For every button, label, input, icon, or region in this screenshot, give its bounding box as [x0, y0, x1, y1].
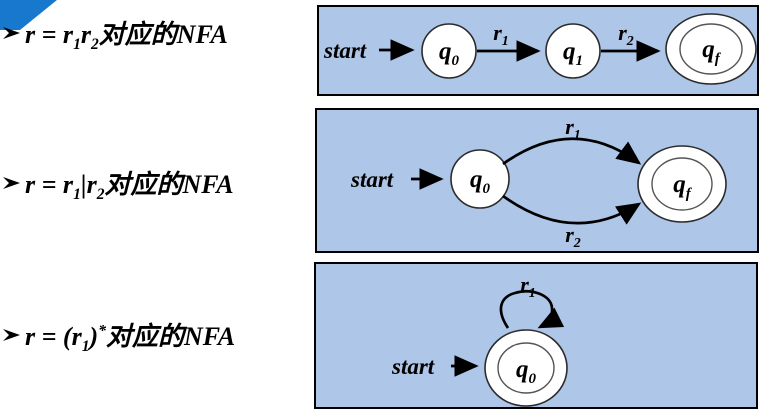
bullet-arrowhead-icon: [3, 328, 20, 341]
state-label-q0: q0: [439, 38, 460, 69]
start-label: start: [350, 167, 394, 192]
transition-label-r1: r1: [565, 114, 581, 143]
state-circle-q0: [421, 23, 477, 79]
formula-text: r = r1r2对应的NFA: [25, 20, 228, 54]
transition-arrow-r2: [502, 194, 642, 225]
final-state-inner-ring: [651, 157, 713, 211]
final-state-inner-ring: [497, 342, 555, 394]
state-label-q0: q0: [516, 356, 537, 387]
formula-union: r = r1|r2对应的NFA: [2, 164, 234, 204]
final-state-inner-ring: [679, 23, 743, 75]
nfa-diagram-kleene-star: r1 q0 start: [391, 272, 568, 407]
state-label-q0: q0: [470, 166, 491, 197]
formula-text: r = r1|r2对应的NFA: [25, 170, 234, 204]
transition-arrow-r1: [502, 137, 642, 166]
start-label: start: [323, 38, 367, 63]
state-label-qf: qf: [702, 36, 722, 67]
nfa-panel-union: start q0 r1 r2 qf: [315, 108, 759, 253]
bullet-arrowhead-icon: [3, 176, 20, 189]
final-state-circle-q0: [484, 329, 568, 407]
bullet-arrowhead-icon: [3, 26, 20, 39]
transition-label-r1: r1: [493, 20, 509, 49]
transition-label-r2: r2: [618, 20, 634, 49]
formula-text: r = (r1)*对应的NFA: [25, 322, 236, 356]
state-circle-q1: [545, 23, 601, 79]
state-label-qf: qf: [673, 171, 693, 202]
nfa-panel-concatenation: start q0 r1 q1 r2 qf: [317, 5, 759, 96]
corner-decoration: [0, 0, 57, 30]
nfa-diagram-union: start q0 r1 r2 qf: [350, 114, 727, 251]
state-label-q1: q1: [563, 38, 583, 69]
self-loop-arrow-r1: [499, 290, 565, 329]
nfa-panel-kleene-star: r1 q0 start: [314, 262, 758, 409]
formula-kleene-star: r = (r1)*对应的NFA: [2, 316, 236, 356]
state-circle-q0: [450, 149, 510, 209]
formula-concatenation: r = r1r2对应的NFA: [2, 14, 228, 54]
nfa-diagram-concatenation: start q0 r1 q1 r2 qf: [323, 13, 757, 85]
final-state-circle-qf: [637, 145, 727, 223]
transition-label-r1: r1: [520, 272, 536, 301]
transition-label-r2: r2: [565, 222, 581, 251]
start-label: start: [391, 354, 435, 379]
